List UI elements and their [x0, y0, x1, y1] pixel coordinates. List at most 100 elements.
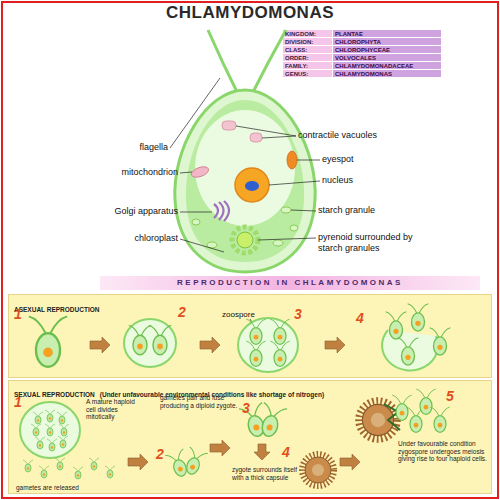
leader-line: [170, 78, 220, 148]
part-label: starch granule: [318, 205, 398, 216]
leader-line: [291, 210, 316, 211]
classification-table: [283, 38, 332, 45]
section-heading: REPRODUCTION IN CHLAMYDOMONAS: [100, 276, 480, 290]
classification-table: [333, 62, 441, 69]
asexual-stages: [149, 325, 171, 354]
asexual-stages: [129, 325, 151, 354]
sexual-stages: [256, 403, 287, 440]
leader-line: [269, 181, 320, 185]
asexual-stages: [246, 319, 265, 344]
table-key: CLASS:: [285, 46, 331, 54]
asexual-stages: [270, 319, 289, 344]
cell-illustration: [287, 151, 297, 169]
sexual-stages: [23, 460, 33, 472]
sexual-stages: [45, 410, 55, 422]
cell-illustration: [235, 168, 269, 202]
cell-illustration: [281, 207, 291, 213]
classification-table: [333, 46, 441, 53]
stage-note: Under favourable condition zygospore und…: [398, 440, 488, 463]
sexual-stages: [35, 437, 45, 449]
cell-illustration: [214, 201, 229, 221]
cell-illustration: [237, 232, 253, 248]
leader-line: [236, 126, 296, 138]
sexual-stages: [430, 407, 449, 432]
part-label: Golgi apparatus: [88, 206, 178, 217]
sexual-stages: [39, 466, 49, 478]
classification-table: [283, 46, 332, 53]
stage-note: zygote surrounds itself with a thick cap…: [232, 466, 298, 481]
table-key: DIVISION:: [285, 38, 331, 46]
classification-table: [283, 62, 332, 69]
asexual-stages: [386, 312, 407, 339]
sexual-stages: [105, 466, 115, 478]
sexual-stages: [57, 412, 67, 424]
classification-table: [283, 30, 441, 77]
cell-illustration: [222, 121, 236, 130]
sexual-stages: [55, 458, 65, 470]
table-value: CHLOROPHYTA: [335, 38, 439, 46]
stage-arrow: [210, 440, 230, 456]
asexual-stages: [270, 341, 289, 366]
cell-illustration: [195, 110, 295, 226]
asexual-stages: [430, 328, 451, 355]
callout-number: 5: [446, 388, 460, 404]
table-value: VOLVOCALES: [335, 54, 439, 62]
sexual-stages: [33, 412, 43, 424]
section-heading: SEXUAL REPRODUCTION: [14, 391, 95, 398]
cell-illustration: [250, 133, 262, 142]
callout-number: 4: [356, 310, 370, 326]
stage-note: gametes are released: [16, 484, 106, 492]
asexual-stages: [246, 341, 265, 366]
part-label: zoospore: [222, 310, 272, 320]
stage-arrow: [340, 454, 360, 470]
callout-number: 4: [282, 444, 296, 460]
part-label: contractile vacuoles: [298, 130, 408, 141]
part-label: eyespot: [322, 154, 382, 165]
table-value: PLANTAE: [335, 30, 439, 38]
asexual-stages: [29, 304, 451, 372]
part-label: chloroplast: [98, 233, 178, 244]
classification-table: [283, 70, 332, 77]
table-key: FAMILY:: [285, 62, 331, 70]
cell-illustration: [273, 240, 283, 246]
sexual-stages: [31, 424, 41, 436]
callout-number: 1: [14, 306, 28, 322]
callout-number: 2: [178, 304, 192, 320]
stage-arrow: [254, 444, 270, 460]
classification-table: [283, 30, 332, 37]
cell-illustration: [232, 227, 258, 253]
stage-arrow: [200, 337, 220, 353]
cell-illustration: [245, 181, 259, 191]
callout-number: 3: [242, 400, 256, 416]
stage-arrow: [128, 454, 148, 470]
section-heading: ASEXUAL REPRODUCTION: [14, 306, 99, 313]
table-key: KINGDOM:: [285, 30, 331, 38]
asexual-stages: [398, 338, 419, 365]
sexual-stages: [73, 467, 83, 479]
leader-line: [170, 78, 320, 333]
leader-line: [258, 238, 316, 240]
callout-number: 1: [14, 394, 28, 410]
leader-line: [180, 212, 212, 213]
classification-table: [333, 54, 441, 61]
sexual-stages: [20, 389, 450, 486]
sexual-stages: [359, 401, 397, 439]
cell-illustration: [192, 219, 200, 225]
table-key: ORDER:: [285, 54, 331, 62]
sexual-stages: [58, 436, 68, 448]
sexual-stages: [416, 389, 435, 414]
part-label: mitochondrion: [98, 167, 178, 178]
sexual-stages: [20, 402, 80, 458]
table-value: CHLAMYDOMONAS: [335, 70, 439, 78]
stage-note: A mature haploid cell divides mitoticall…: [86, 398, 144, 421]
classification-table: [333, 30, 441, 37]
sexual-stages: [47, 439, 57, 451]
page-title: CHLAMYDOMONAS: [0, 3, 500, 23]
callout-number: 3: [294, 306, 308, 322]
callout-number: 2: [156, 446, 170, 462]
sexual-stages: [59, 424, 69, 436]
stage-arrow: [325, 337, 345, 353]
